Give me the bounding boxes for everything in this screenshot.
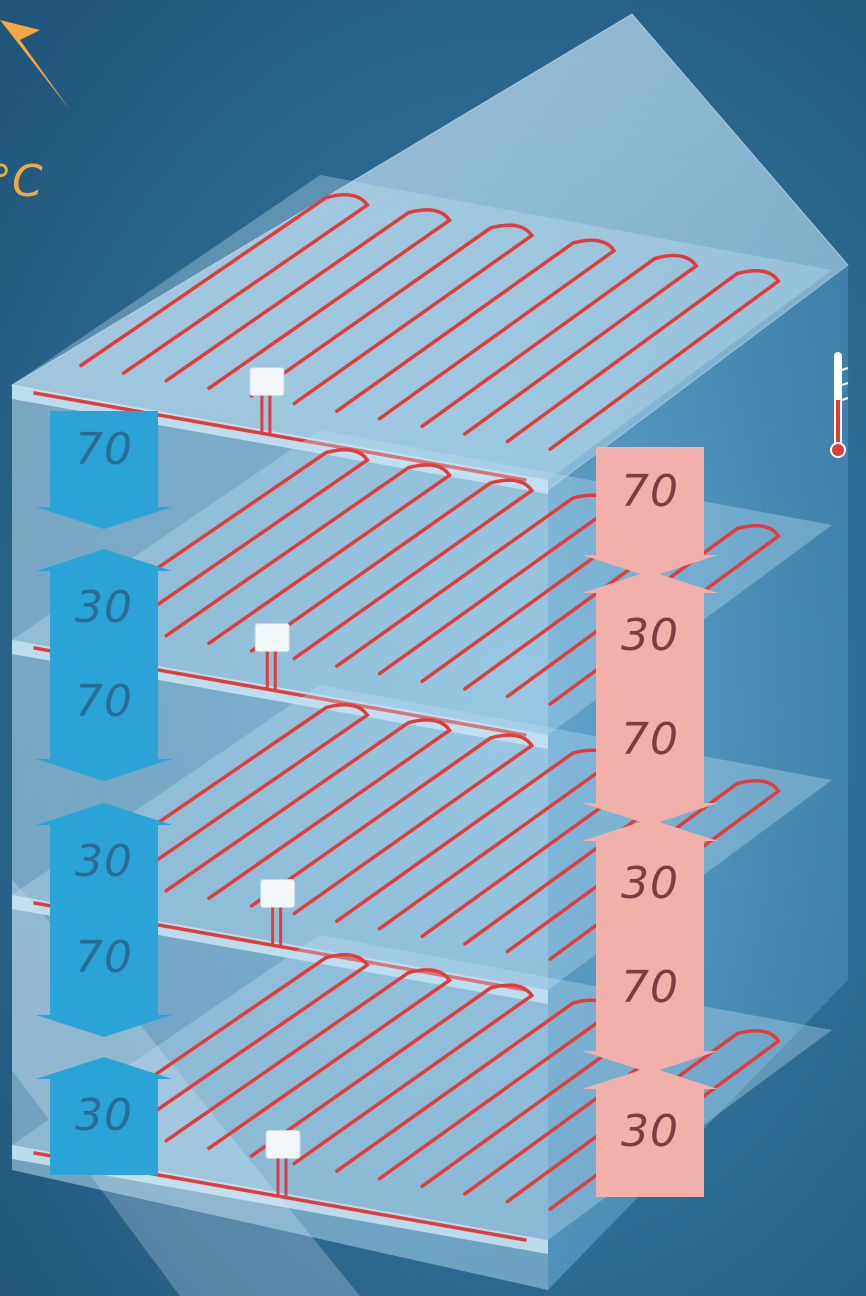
arrow-value: 30 (75, 582, 133, 633)
arrow-down-icon: 70 (582, 695, 718, 825)
arrow-value: 70 (75, 424, 133, 475)
arrow-up-icon: 30 (582, 1067, 718, 1197)
arrow-down-icon: 70 (582, 943, 718, 1073)
arrow-value: 70 (75, 676, 133, 727)
arrow-value: 30 (75, 1090, 133, 1141)
arrow-value: 30 (621, 610, 679, 661)
arrow-value: 30 (621, 858, 679, 909)
arrow-down-icon: 70 (582, 447, 718, 577)
arrow-down-icon: 70 (36, 919, 172, 1037)
sun-ray-icon (0, 20, 70, 110)
arrow-value: 30 (621, 1106, 679, 1157)
arrow-value: 70 (621, 714, 679, 765)
arrow-up-icon: 30 (36, 1057, 172, 1175)
arrow-value: 30 (75, 836, 133, 887)
arrow-value: 70 (621, 962, 679, 1013)
arrow-down-icon: 70 (36, 411, 172, 529)
arrow-up-icon: 30 (582, 571, 718, 701)
arrow-up-icon: 30 (582, 819, 718, 949)
arrow-up-icon: 30 (36, 803, 172, 921)
corner-text: °C (0, 156, 43, 207)
arrow-up-icon: 30 (36, 549, 172, 667)
arrow-down-icon: 70 (36, 663, 172, 781)
arrow-value: 70 (621, 466, 679, 517)
arrow-value: 70 (75, 932, 133, 983)
